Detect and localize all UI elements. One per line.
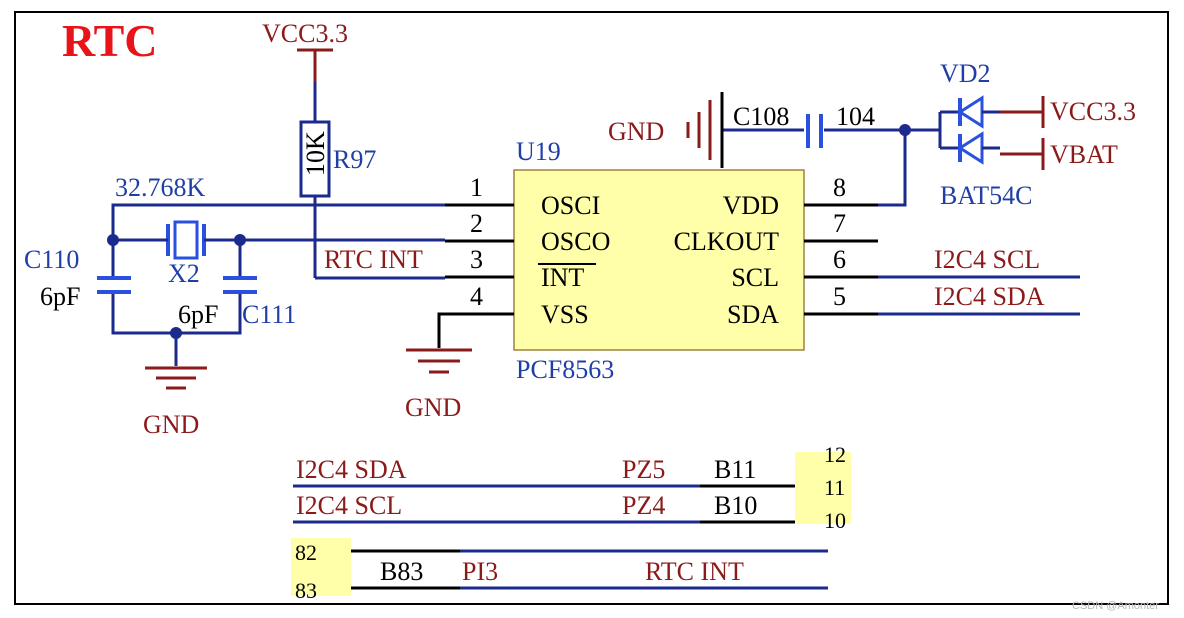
svg-text:VBAT: VBAT (1050, 140, 1118, 169)
pin-num-6: 6 (833, 245, 846, 274)
pin-name-osci: OSCI (541, 191, 600, 220)
cap-c111-ref: C111 (242, 300, 296, 329)
ic-body-pcf8563 (513, 169, 805, 351)
net-i2c4-scl: I2C4 SCL (934, 245, 1040, 274)
cap-c111 (223, 276, 257, 294)
vcc-right-symbol: VCC3.3 (1041, 96, 1136, 128)
vbat-symbol: VBAT (1041, 138, 1118, 170)
conn2-num-83: 83 (295, 578, 317, 603)
cap-c108-value: 104 (836, 102, 875, 131)
pin-num-3: 3 (470, 245, 483, 274)
mcu-sda-net: I2C4 SDA (296, 455, 407, 484)
pin-num-7: 7 (833, 209, 846, 238)
mcu-scl-port: PZ4 (622, 491, 665, 520)
ic-part: PCF8563 (516, 355, 614, 384)
resistor-ref: R97 (333, 145, 376, 174)
mcu-int-pin: B83 (380, 557, 423, 586)
pin-name-sda: SDA (727, 300, 779, 329)
gnd-mid-symbol: GND (405, 348, 472, 422)
cap-c111-value: 6pF (178, 300, 218, 329)
conn1-num-11: 11 (824, 475, 845, 500)
conn1-num-10: 10 (824, 508, 846, 533)
gnd-left-symbol: GND (608, 92, 724, 168)
resistor-r97: 10K (299, 120, 331, 198)
cap-c110 (97, 276, 131, 294)
sheet-title: RTC (62, 15, 158, 66)
pin-name-osco: OSCO (541, 227, 610, 256)
conn2-num-82: 82 (295, 540, 317, 565)
pin-name-scl: SCL (731, 263, 779, 292)
mcu-sda-port: PZ5 (622, 455, 665, 484)
pin-name-clkout: CLKOUT (674, 227, 780, 256)
svg-text:VCC3.3: VCC3.3 (1050, 97, 1136, 126)
svg-text:GND: GND (143, 410, 199, 439)
crystal-freq: 32.768K (115, 173, 206, 202)
cap-c108-ref: C108 (733, 102, 789, 131)
crystal-x2 (160, 220, 212, 260)
diode-ref: VD2 (940, 59, 991, 88)
svg-text:10K: 10K (301, 131, 330, 176)
svg-text:GND: GND (608, 117, 664, 146)
vcc-top-symbol: VCC3.3 (262, 19, 348, 82)
cap-c110-value: 6pF (40, 282, 80, 311)
pin-name-int: INT (541, 263, 584, 292)
connector-block-2 (291, 538, 351, 596)
mcu-int-net: RTC INT (645, 557, 744, 586)
pin-num-1: 1 (470, 173, 483, 202)
pin-name-vss: VSS (541, 300, 589, 329)
connector-block-1 (795, 452, 851, 524)
svg-text:VCC3.3: VCC3.3 (262, 19, 348, 48)
mcu-scl-pin: B10 (714, 491, 757, 520)
sheet-border (14, 11, 1169, 605)
net-i2c4-sda: I2C4 SDA (934, 282, 1045, 311)
pin-num-4: 4 (470, 282, 483, 311)
pin-num-5: 5 (833, 282, 846, 311)
pin-num-2: 2 (470, 209, 483, 238)
ic-ref: U19 (516, 137, 561, 166)
crystal-ref: X2 (168, 259, 200, 288)
gnd-cap-symbol: GND (143, 366, 207, 439)
mcu-sda-pin: B11 (714, 455, 756, 484)
pin-name-vdd: VDD (723, 191, 779, 220)
pin-num-8: 8 (833, 173, 846, 202)
cap-c108 (806, 114, 823, 148)
watermark: CSDN @Amonter (1072, 600, 1159, 612)
mcu-scl-net: I2C4 SCL (296, 491, 402, 520)
diode-bat54c (940, 95, 1000, 165)
cap-c110-ref: C110 (24, 245, 79, 274)
mcu-int-port: PI3 (462, 557, 498, 586)
conn1-num-12: 12 (824, 442, 846, 467)
diode-part: BAT54C (940, 181, 1032, 210)
svg-text:GND: GND (405, 393, 461, 422)
net-rtc-int: RTC INT (324, 245, 423, 274)
